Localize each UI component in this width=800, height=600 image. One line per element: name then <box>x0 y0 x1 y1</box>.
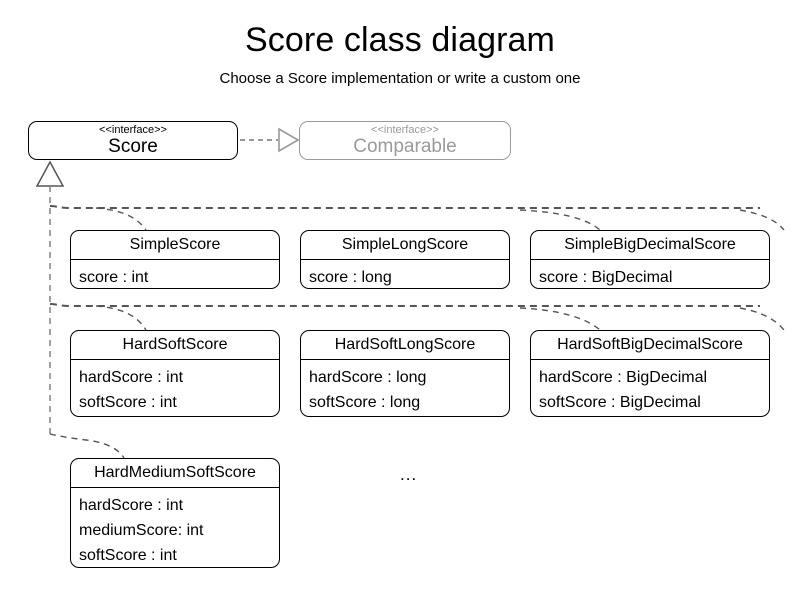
realization-score-to-comparable <box>240 127 300 153</box>
branch-to-simple-long-score <box>519 209 601 231</box>
class-attribute: score : int <box>79 269 149 286</box>
class-attribute: score : BigDecimal <box>539 269 673 286</box>
generalization-arrowhead <box>35 160 65 187</box>
class-attributes: score : long <box>301 260 509 288</box>
class-name-label: HardSoftScore <box>122 336 228 353</box>
class-section-divider <box>301 359 509 360</box>
branch-to-simple-score <box>95 207 147 231</box>
branch-to-simple-big-decimal-score <box>739 209 785 231</box>
hollow-triangle-icon <box>35 160 65 187</box>
interface-box-comparable[interactable]: <<interface>> Comparable <box>299 121 511 160</box>
class-name-label: SimpleLongScore <box>341 236 469 253</box>
branch-to-hard-soft-long-score <box>519 307 601 331</box>
class-box-hard-soft-long-score[interactable]: HardSoftLongScore hardScore : long softSco… <box>300 330 510 417</box>
branch-to-hard-soft-big-decimal-score <box>739 307 785 331</box>
branch-to-hard-soft-score <box>95 305 147 331</box>
class-name-label: SimpleBigDecimalScore <box>564 236 736 253</box>
class-section-divider <box>71 259 279 260</box>
stereotype-label: <<interface>> <box>99 123 167 136</box>
interface-box-score[interactable]: <<interface>> Score <box>28 121 238 160</box>
class-attribute: hardScore : BigDecimal <box>539 369 708 386</box>
page-subtitle: Choose a Score implementation or write a… <box>219 70 581 87</box>
class-attribute: softScore : BigDecimal <box>539 394 701 411</box>
branch-spine-row1 <box>49 205 760 209</box>
class-attribute: hardScore : long <box>309 369 427 386</box>
class-attribute: hardScore : int <box>79 497 184 514</box>
page-title: Score class diagram <box>245 21 555 59</box>
class-section-divider <box>71 487 279 488</box>
class-section-divider <box>531 359 769 360</box>
class-attribute: softScore : int <box>79 394 177 411</box>
class-name-label: HardSoftLongScore <box>334 336 476 353</box>
class-name-label: HardMediumSoftScore <box>94 464 256 481</box>
class-attribute: softScore : long <box>309 394 421 411</box>
class-section-divider <box>71 359 279 360</box>
class-attributes: hardScore : int softScore : int <box>71 360 279 415</box>
class-box-hard-soft-big-decimal-score[interactable]: HardSoftBigDecimalScore hardScore : BigDe… <box>530 330 770 417</box>
branch-spine-row2 <box>49 303 760 307</box>
hollow-triangle-arrowhead-icon <box>278 127 300 153</box>
more-classes-ellipsis: ... <box>400 465 418 484</box>
class-attribute: score : long <box>309 269 392 286</box>
class-attributes: score : int <box>71 260 279 288</box>
class-section-divider <box>301 259 509 260</box>
interface-name-label: Score <box>108 135 158 157</box>
stereotype-label: <<interface>> <box>371 123 439 136</box>
class-box-hard-medium-soft-score[interactable]: HardMediumSoftScore hardScore : int medium… <box>70 458 280 568</box>
class-attributes: hardScore : int mediumScore: int softScore… <box>71 488 279 567</box>
class-name-label: HardSoftBigDecimalScore <box>557 336 743 353</box>
interface-name-label: Comparable <box>353 135 457 157</box>
class-box-simple-big-decimal-score[interactable]: SimpleBigDecimalScore score : BigDecimal <box>530 230 770 289</box>
class-attribute: softScore : int <box>79 547 177 564</box>
class-attributes: score : BigDecimal <box>531 260 769 288</box>
class-attribute: hardScore : int <box>79 369 184 386</box>
class-box-simple-score[interactable]: SimpleScore score : int <box>70 230 280 289</box>
branch-to-hard-medium-soft-score <box>49 433 125 459</box>
class-attributes: hardScore : BigDecimal softScore : BigDec… <box>531 360 769 415</box>
class-box-simple-long-score[interactable]: SimpleLongScore score : long <box>300 230 510 289</box>
class-attribute: mediumScore: int <box>79 522 204 539</box>
class-box-hard-soft-score[interactable]: HardSoftScore hardScore : int softScore : … <box>70 330 280 417</box>
class-attributes: hardScore : long softScore : long <box>301 360 509 415</box>
class-section-divider <box>531 259 769 260</box>
class-name-label: SimpleScore <box>129 236 221 253</box>
